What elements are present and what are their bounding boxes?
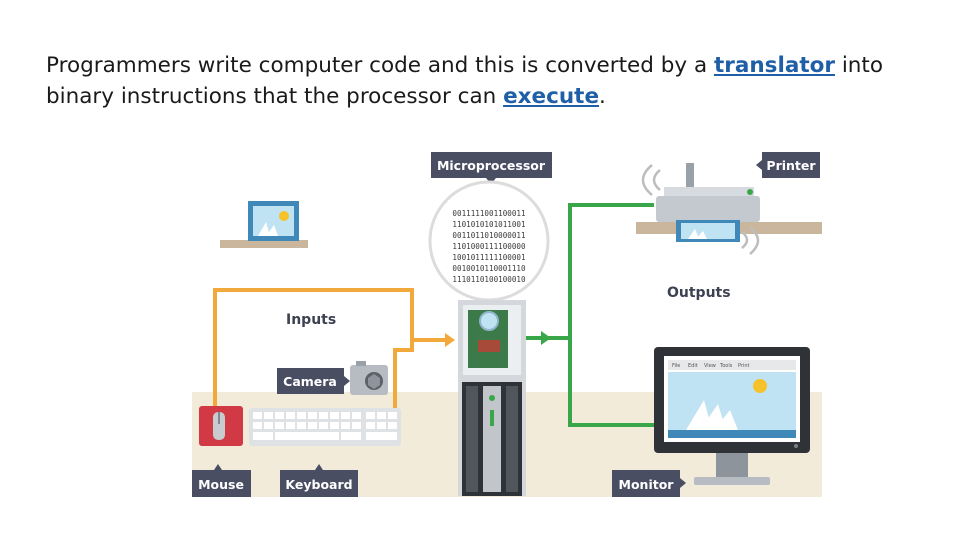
camera-label [277, 368, 344, 394]
wall-picture [220, 201, 308, 248]
wifi-icon [741, 227, 760, 255]
microprocessor-label [431, 152, 552, 178]
camera-device [350, 361, 388, 395]
mouse-device [199, 406, 243, 446]
caption-text: into binary instructions that the proces… [46, 53, 884, 109]
opera-house-icon [258, 222, 278, 236]
window-menu-item: Edit [688, 363, 698, 369]
sun-icon [279, 211, 289, 221]
input-arrow-icon [445, 333, 455, 347]
sun-icon [753, 379, 767, 393]
binary-code-bubble: 0011111001100011 1101010101011001 001101… [428, 180, 550, 302]
binary-line: 1101000111100000 [452, 242, 526, 251]
opera-house-icon [686, 400, 738, 430]
cpu-chip [479, 311, 499, 331]
shelf [220, 240, 308, 248]
monitor-label [612, 470, 680, 497]
keyboard-device [249, 408, 401, 446]
mouse-label [192, 470, 251, 497]
printer-device [636, 163, 822, 255]
input-wires [213, 288, 445, 410]
wifi-icon [641, 164, 661, 196]
inputs-label: Inputs [286, 312, 336, 328]
caption-text: . [599, 84, 606, 109]
printer-label-text: Printer [766, 158, 816, 173]
window-menu-item: File [672, 363, 680, 369]
monitor-device: File Edit View Tools Print [654, 347, 810, 485]
keyboard-label [280, 470, 358, 497]
printer-label [762, 152, 820, 178]
binary-line: 1001011111100001 [452, 253, 526, 262]
binary-line: 1101010101011001 [452, 220, 526, 229]
window-menu-item: Tools [719, 363, 733, 369]
caption: Programmers write computer code and this… [46, 50, 936, 112]
binary-line: 1110110100100010 [452, 275, 526, 284]
translator-link[interactable]: translator [713, 53, 835, 78]
camera-label-text: Camera [283, 374, 337, 389]
output-arrow-icon [541, 331, 551, 345]
window-menu-item: Print [738, 363, 750, 369]
binary-line: 0011011010000011 [452, 231, 526, 240]
keyboard-label-text: Keyboard [285, 477, 352, 492]
computer-tower [458, 300, 526, 496]
binary-line: 0010010110001110 [452, 264, 526, 273]
monitor-label-text: Monitor [619, 477, 675, 492]
window-menu-item: View [704, 363, 716, 369]
execute-link[interactable]: execute [503, 84, 600, 109]
microprocessor-label-text: Microprocessor [437, 158, 546, 173]
outputs-label: Outputs [667, 285, 731, 301]
binary-line: 0011111001100011 [452, 209, 526, 218]
mouse-label-text: Mouse [198, 477, 244, 492]
caption-text: Programmers write computer code and this… [46, 53, 714, 78]
